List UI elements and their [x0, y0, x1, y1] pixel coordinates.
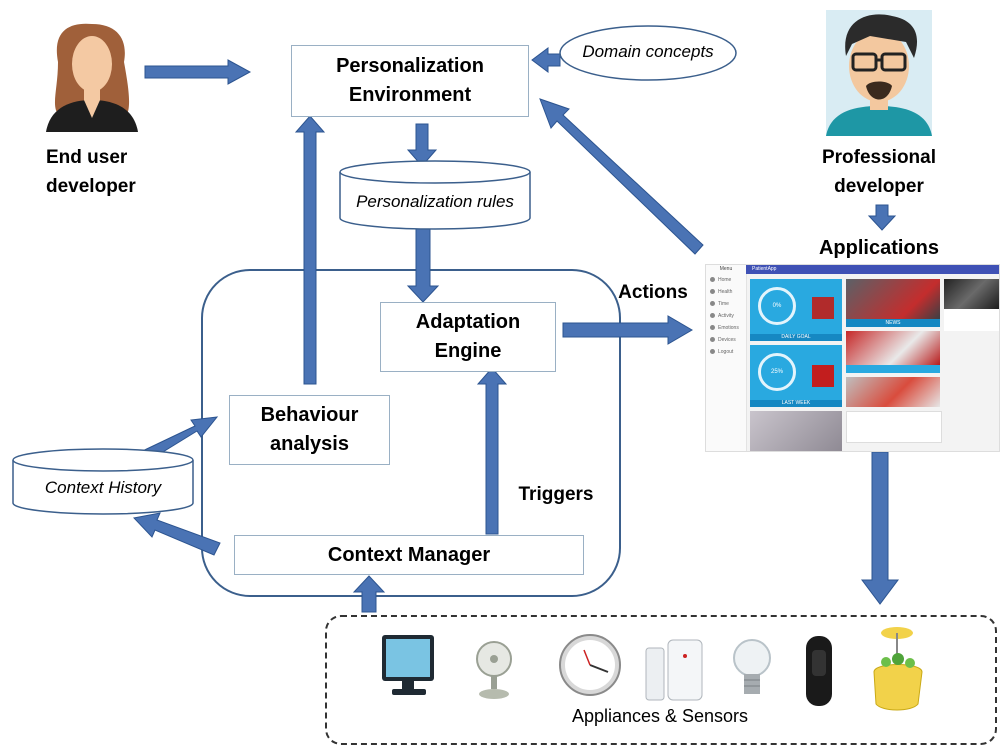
adaptation-engine-box: Adaptation Engine — [380, 302, 556, 372]
arrow-behaviour-to-env — [294, 115, 326, 385]
app-sidebar-item: Health — [706, 286, 746, 298]
arrow-devices-to-cm — [352, 575, 386, 613]
app-sidebar-item: Home — [706, 274, 746, 286]
door-sensor-icon — [645, 639, 703, 701]
applications-label: Applications — [818, 237, 939, 259]
arrow-rules-to-engine — [406, 227, 440, 303]
app-tile-table — [846, 411, 942, 443]
context-manager-box: Context Manager — [234, 535, 584, 575]
app-tile-caption: LAST WEEK — [750, 400, 842, 407]
app-menu-title: Menu — [719, 266, 733, 272]
triggers-label: Triggers — [518, 484, 594, 505]
arrow-apps-to-env — [539, 98, 704, 255]
arrow-cm-to-history — [133, 512, 221, 556]
man-avatar-icon — [826, 10, 932, 136]
app-sidebar-item: Emotions — [706, 322, 746, 334]
professional-developer-label: Professional developer — [821, 147, 937, 197]
app-tile-text — [944, 309, 999, 331]
app-tile-goal: 0% DAILY GOAL — [750, 279, 842, 341]
end-user-developer-label: End user developer — [46, 147, 136, 197]
app-tile-pills — [846, 377, 940, 407]
app-tile-stone — [750, 411, 842, 451]
app-title-bar: PatientApp — [746, 265, 999, 274]
light-bulb-icon — [733, 639, 771, 694]
fan-icon — [476, 641, 512, 699]
domain-concepts-ellipse — [559, 25, 737, 81]
app-berries-photo — [812, 365, 834, 387]
app-fruit-photo — [812, 297, 834, 319]
app-sidebar-item: Activity — [706, 310, 746, 322]
context-history-store — [12, 448, 194, 515]
app-sidebar-item: Time — [706, 298, 746, 310]
app-tile-food — [846, 279, 940, 319]
context-history-label: Context History — [44, 478, 162, 497]
smart-planter-icon — [873, 627, 923, 711]
arrow-triggers-up — [476, 367, 508, 535]
app-progress-ring: 0% — [758, 287, 796, 325]
app-tile-caption: NEWS — [846, 319, 940, 327]
personalization-rules-store — [339, 160, 531, 230]
app-tile-apples — [846, 331, 940, 365]
app-sidebar-item: Logout — [706, 346, 746, 358]
appliances-sensors-label: Appliances & Sensors — [571, 706, 749, 726]
app-sidebar-item: Devices — [706, 334, 746, 346]
arrow-engine-to-apps — [562, 315, 693, 345]
arrow-concepts-to-env — [531, 47, 561, 73]
actions-label: Actions — [618, 282, 688, 303]
arrow-pro-to-apps — [867, 204, 897, 231]
behaviour-analysis-box: Behaviour analysis — [229, 395, 390, 465]
app-tile-caption: DAILY GOAL — [750, 334, 842, 341]
app-tile-camera — [944, 279, 999, 309]
app-progress-ring: 25% — [758, 353, 796, 391]
app-sidebar: Menu Home Health Time Activity Emotions … — [706, 265, 747, 451]
arrow-env-to-rules — [406, 123, 438, 167]
fitness-band-icon — [806, 636, 832, 706]
woman-avatar-icon — [46, 23, 138, 132]
domain-concepts-label: Domain concepts — [582, 42, 714, 61]
personalization-rules-label: Personalization rules — [356, 192, 514, 211]
arrow-enduser-to-env — [144, 59, 252, 85]
application-screenshot: Menu Home Health Time Activity Emotions … — [705, 264, 1000, 452]
personalization-environment-box: Personalization Environment — [291, 45, 529, 117]
app-tile-week: 25% LAST WEEK — [750, 345, 842, 407]
arrow-apps-to-devices — [861, 451, 899, 605]
app-tile-news: NEWS — [846, 319, 940, 327]
thermometer-gauge-icon — [559, 634, 621, 696]
tv-icon — [382, 635, 434, 695]
app-tile-bar — [846, 365, 940, 373]
